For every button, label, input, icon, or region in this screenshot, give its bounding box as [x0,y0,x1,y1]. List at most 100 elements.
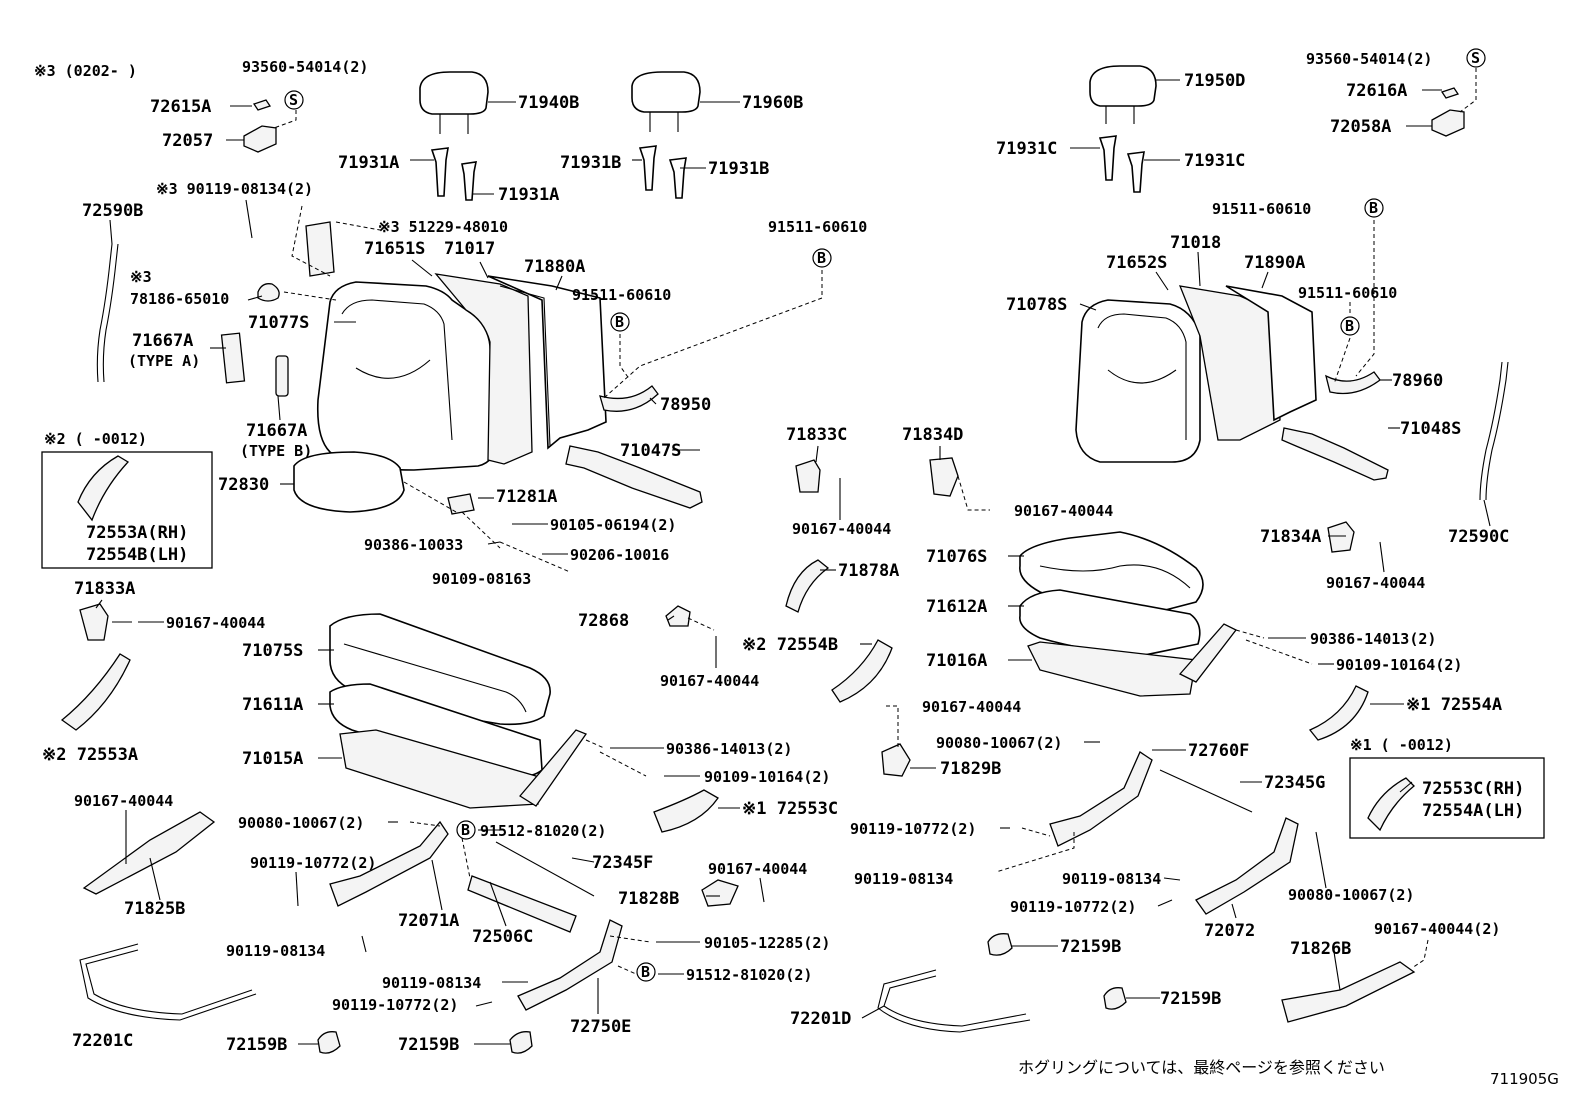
callout-label: 71834A [1260,527,1321,547]
frame-71017 [434,273,533,465]
callout-label: ※1 72553C [742,799,838,819]
hinge-71048s [1281,427,1389,481]
board-71667a-a [220,332,246,384]
callout-label: 72345G [1264,773,1325,793]
callout-label: 90109-08163 [432,570,531,588]
callout-label: 78960 [1392,371,1443,391]
cover-71829b [881,743,911,777]
callout-label: 90119-10772(2) [1010,898,1136,916]
cover-71834d [929,457,959,497]
callout-label: (TYPE A) [128,352,200,370]
cover-72057 [243,125,277,153]
callout-label: 90109-10164(2) [704,768,830,786]
track-72750e [517,919,623,1011]
panel-71890a [1225,285,1317,422]
callout-label: 90119-08134 [1062,870,1161,888]
callout-label: 72159B [1060,937,1121,957]
callout-label: ※2 72553A [42,745,138,765]
callout-label: 71931C [1184,151,1245,171]
cushion-frame-71016a [1027,641,1197,697]
callout-label: 71016A [926,651,987,671]
track-72071a [329,820,449,907]
callout-label: 72159B [226,1035,287,1055]
callout-label: 90080-10067(2) [1288,886,1414,904]
stopper-72159b-4 [1103,987,1127,1010]
callout-label: 90167-40044 [708,860,807,878]
callout-label: 90206-10016 [570,546,669,564]
callout-label: 90080-10067(2) [238,814,364,832]
callout-label: 90119-10772(2) [850,820,976,838]
callout-label: 71281A [496,487,557,507]
callout-label: 72830 [218,475,269,495]
callout-label: 90167-40044 [1326,574,1425,592]
marker-b-1-label: B [817,249,826,267]
callout-label: 72201D [790,1009,851,1029]
cover-71833c [795,459,821,493]
callout-label: 71667A [246,421,307,441]
callout-label: 90105-06194(2) [550,516,676,534]
guide-71931a-1 [430,147,449,197]
belt-72590c [1479,361,1503,501]
callout-label: 71931B [708,159,769,179]
board-71667a-b [275,355,289,397]
callout-label: 71078S [1006,295,1067,315]
callout-label: 90119-08134 [226,942,325,960]
armrest-72830 [293,451,405,513]
callout-label: 90119-10772(2) [332,996,458,1014]
clip-72615a [252,99,272,111]
callout-label: 71047S [620,441,681,461]
inset-box-left [41,451,213,569]
callout-label: 72072 [1204,921,1255,941]
rod-72345f [495,841,595,897]
callout-label: 91511-60610 [768,218,867,236]
callout-label: 71075S [242,641,303,661]
callout-label: 90119-08134 [854,870,953,888]
bracket-71281a [447,493,475,515]
seatback-71078s [1075,299,1201,463]
bar-72506c [467,875,577,933]
trim-72553c [653,789,719,833]
callout-label: 72590B [82,201,143,221]
hinge-71047s [565,445,703,509]
callout-label: 71931A [498,185,559,205]
bracket-51229 [305,221,335,277]
callout-label: 72554A(LH) [1422,801,1524,821]
callout-label: 71960B [742,93,803,113]
marker-s-2-label: S [1471,49,1480,67]
trim-71878a [785,559,830,613]
callout-label: 71048S [1400,419,1461,439]
callout-label: 93560-54014(2) [1306,50,1432,68]
callout-label: 90167-40044 [1014,502,1113,520]
callout-label: 71950D [1184,71,1245,91]
callout-label: 71825B [124,899,185,919]
trim-72554b [831,639,893,703]
marker-b-5 [1364,198,1384,218]
callout-label: 72615A [150,97,211,117]
bracket-71828b [701,879,739,907]
rod-72345g [1159,769,1253,813]
callout-label: 71652S [1106,253,1167,273]
strap-78950 [599,385,659,412]
inset-box-right [1349,757,1545,839]
callout-label: ※3 51229-48010 [378,218,508,236]
headrest-71940b [419,71,489,134]
callout-label: 71076S [926,547,987,567]
wire-72201d [877,969,1031,1033]
guide-71931a-2 [461,161,478,201]
callout-label: 72345F [592,853,653,873]
cover-71825b [82,811,216,895]
callout-label: 72750E [570,1017,631,1037]
callout-label: 72159B [1160,989,1221,1009]
strap-78960 [1325,371,1381,395]
right-seat-assembly [785,65,1509,1033]
callout-label: 90080-10067(2) [936,734,1062,752]
callout-label: 71828B [618,889,679,909]
callout-label: 90119-10772(2) [250,854,376,872]
callout-label: 72760F [1188,741,1249,761]
marker-b-2-label: B [615,313,624,331]
callout-label: 90386-14013(2) [666,740,792,758]
callout-label: 91511-60610 [1212,200,1311,218]
trim-72553c-box [1367,777,1415,832]
marker-b-4-label: B [641,963,650,981]
